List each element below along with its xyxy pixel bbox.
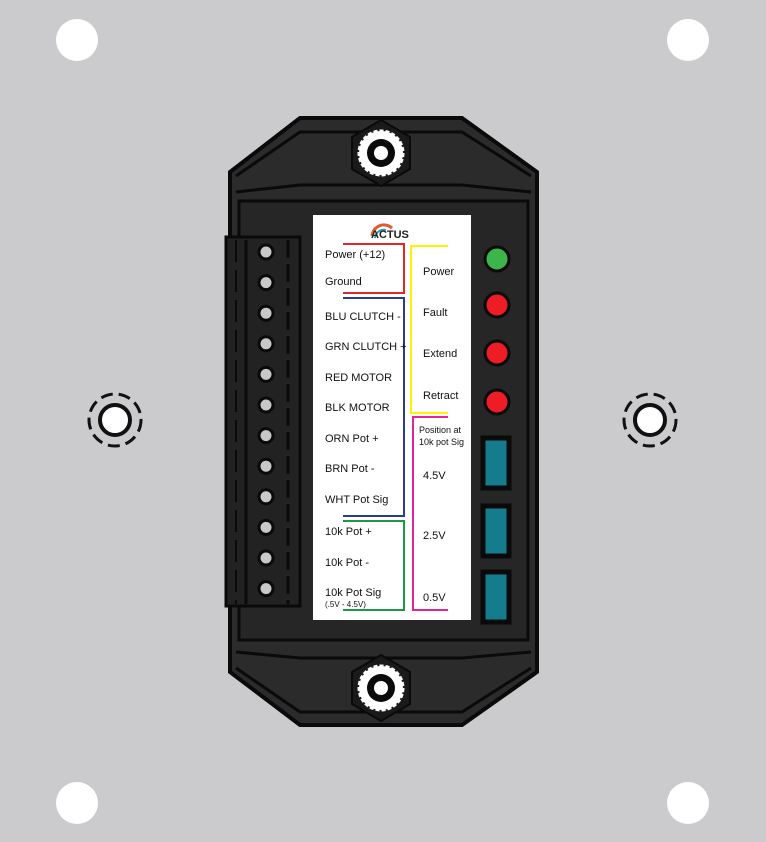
position-label: 0.5V: [423, 592, 446, 604]
bolt-bottom-icon: [351, 653, 411, 723]
trimmer-4-5v[interactable]: [480, 435, 512, 491]
wire-label: 10k Pot -: [325, 557, 369, 569]
pot-sig-range: (.5V - 4.5V): [325, 600, 366, 609]
indicator-label: Extend: [423, 348, 457, 360]
wire-label: BRN Pot -: [325, 463, 375, 475]
terminal-screw[interactable]: [257, 580, 275, 598]
terminal-screw[interactable]: [257, 518, 275, 536]
wire-label: BLK MOTOR: [325, 402, 390, 414]
svg-text:ACTUS: ACTUS: [371, 229, 409, 241]
trimmer-0-5v[interactable]: [480, 569, 512, 625]
power-bracket: [343, 243, 405, 294]
terminal-screw[interactable]: [257, 243, 275, 261]
mounting-hole: [56, 19, 98, 61]
terminal-screw[interactable]: [257, 274, 275, 292]
wire-label: WHT Pot Sig: [325, 494, 388, 506]
motor-bracket: [343, 297, 405, 517]
side-hole-right: [622, 392, 678, 448]
trimmer-2-5v[interactable]: [480, 503, 512, 559]
mounting-hole: [667, 782, 709, 824]
position-label: 4.5V: [423, 470, 446, 482]
terminal-screw[interactable]: [257, 427, 275, 445]
side-hole-left: [87, 392, 143, 448]
terminal-screw[interactable]: [257, 488, 275, 506]
indicator-label: Fault: [423, 307, 447, 319]
led-extend: [483, 339, 511, 367]
indicator-label: Retract: [423, 390, 458, 402]
led-bracket: [410, 245, 448, 414]
mounting-hole: [56, 782, 98, 824]
led-fault: [483, 291, 511, 319]
actus-logo: ACTUS: [370, 223, 409, 241]
position-header: Position at: [419, 425, 462, 435]
wire-label: RED MOTOR: [325, 372, 392, 384]
led-retract: [483, 388, 511, 416]
position-header: 10k pot Sig: [419, 437, 464, 447]
terminal-screw[interactable]: [257, 549, 275, 567]
wire-label: Power (+12): [325, 249, 385, 261]
led-power: [483, 245, 511, 273]
wire-label: BLU CLUTCH -: [325, 311, 401, 323]
position-label: 2.5V: [423, 530, 446, 542]
wire-label: 10k Pot +: [325, 526, 372, 538]
pot-bracket: [343, 520, 405, 611]
terminal-screw[interactable]: [257, 365, 275, 383]
position-bracket: [412, 416, 448, 611]
bolt-top-icon: [351, 118, 411, 188]
mounting-hole: [667, 19, 709, 61]
wire-label: GRN CLUTCH +: [325, 341, 407, 353]
terminal-screw[interactable]: [257, 396, 275, 414]
wire-label: Ground: [325, 276, 362, 288]
indicator-label: Power: [423, 266, 455, 278]
terminal-screw[interactable]: [257, 304, 275, 322]
wire-label: 10k Pot Sig: [325, 587, 381, 599]
terminal-block: [224, 235, 302, 608]
terminal-screw[interactable]: [257, 457, 275, 475]
terminal-screw[interactable]: [257, 335, 275, 353]
wire-label: ORN Pot +: [325, 433, 379, 445]
